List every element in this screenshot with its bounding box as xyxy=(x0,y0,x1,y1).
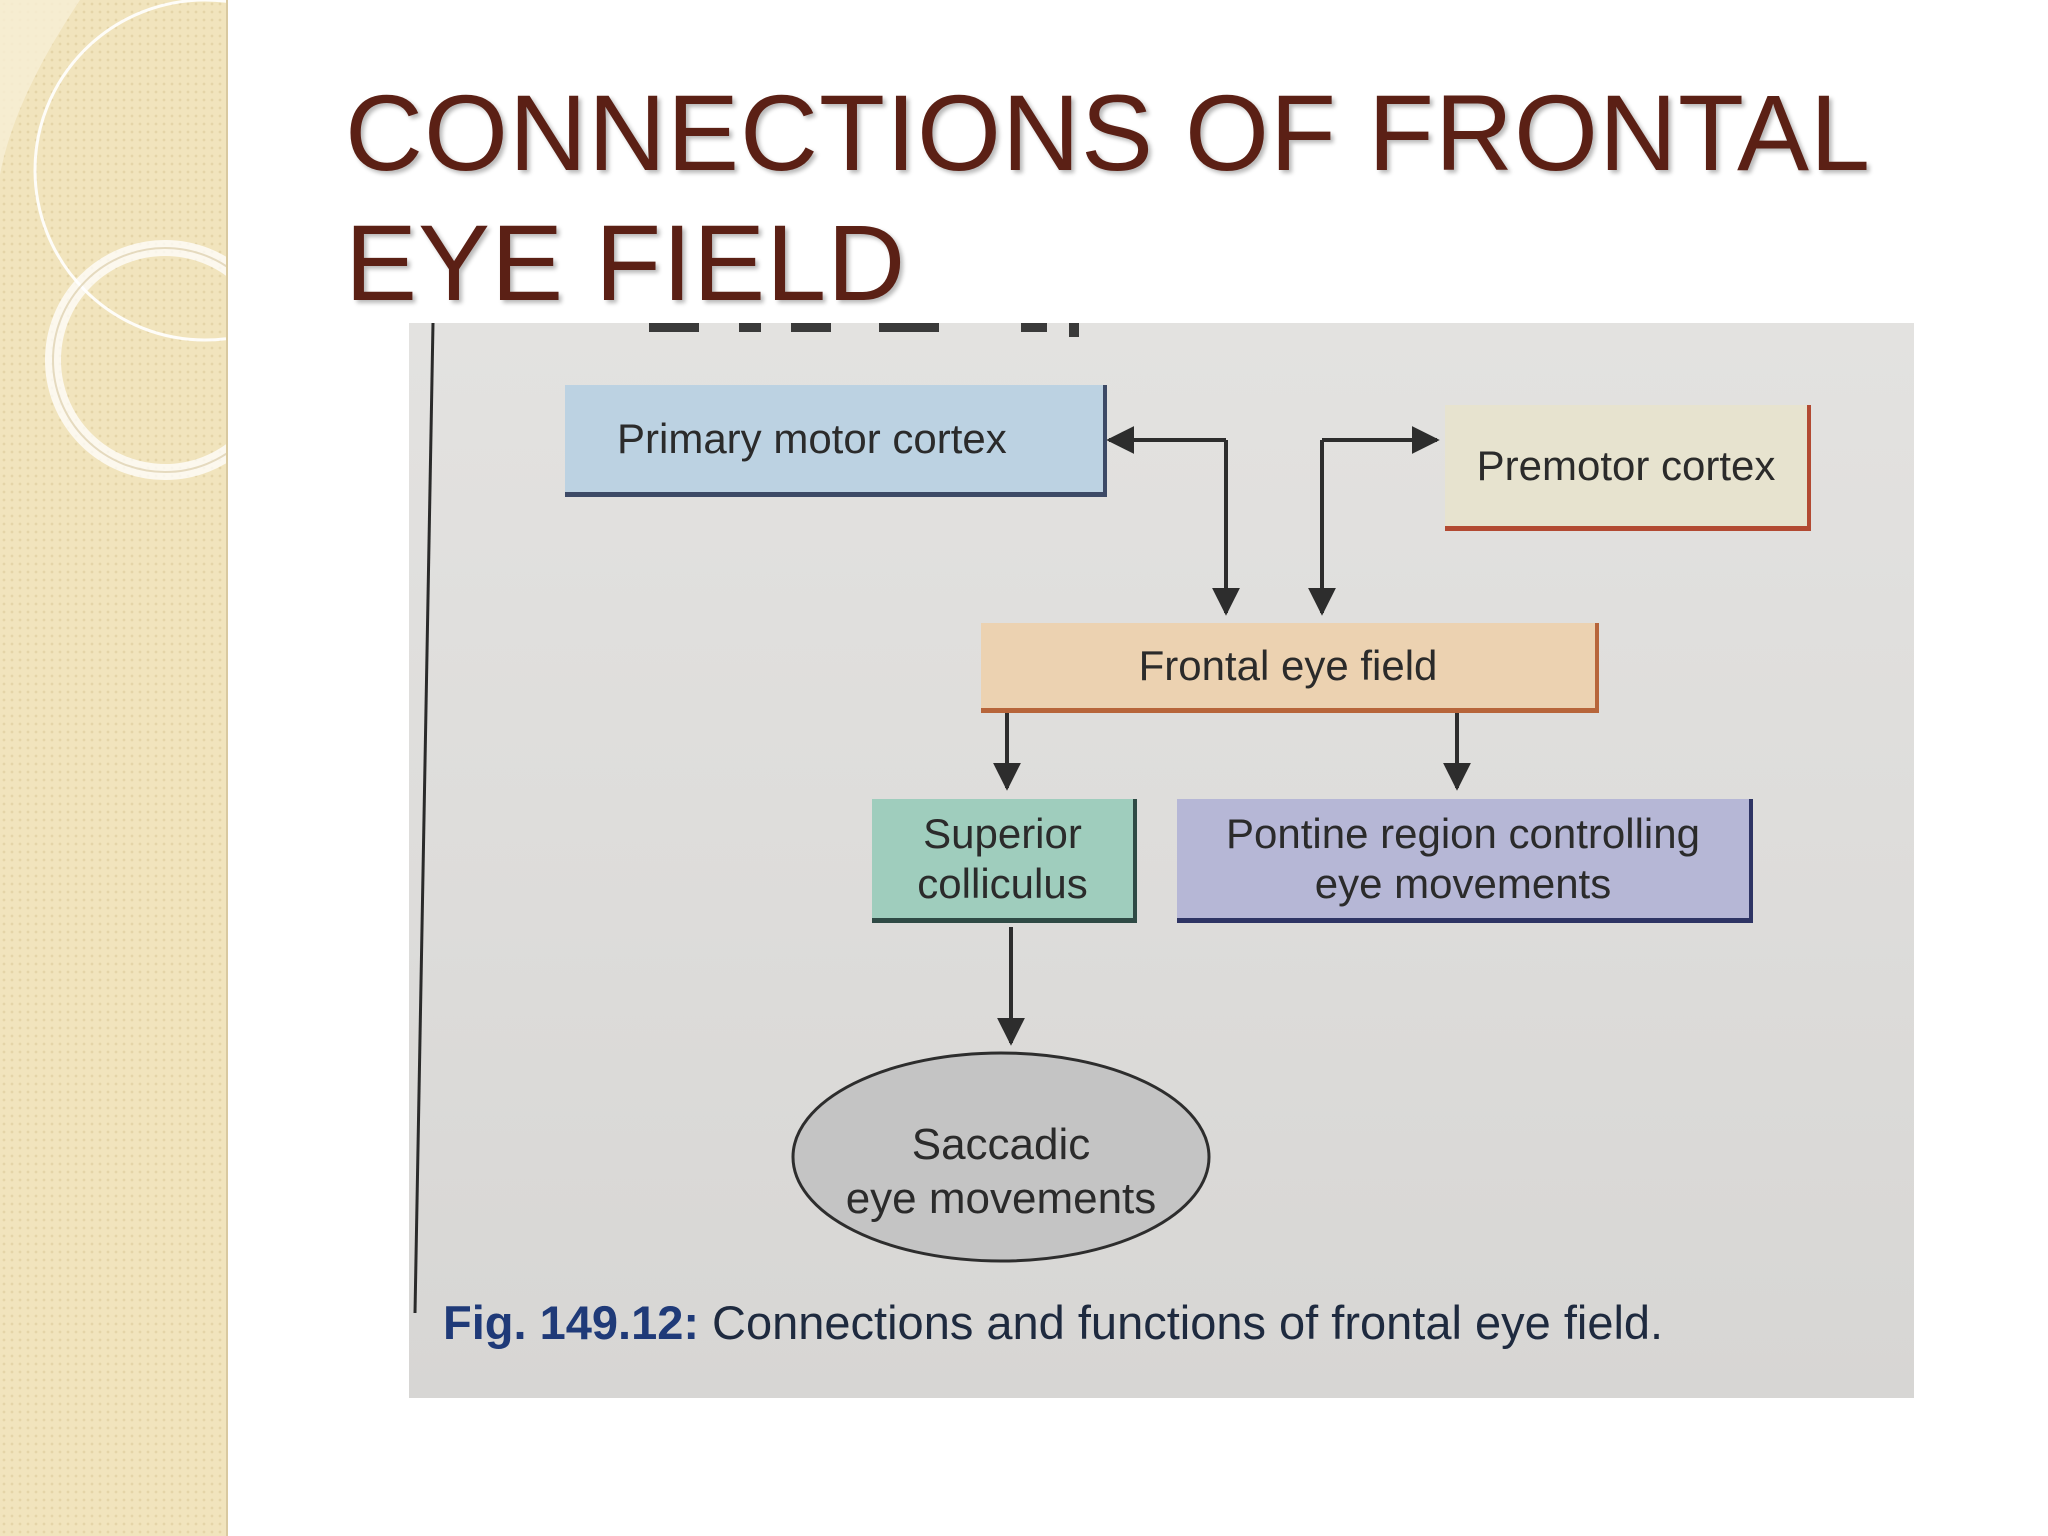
decorative-rings xyxy=(0,0,226,480)
node-frontal-eye-field: Frontal eye field xyxy=(981,623,1599,713)
node-label: Primary motor cortex xyxy=(617,414,1007,462)
node-label-line1: Saccadic xyxy=(911,1120,1091,1169)
cut-off-text-fragment xyxy=(649,323,1079,337)
node-label-line2: eye movements xyxy=(1314,859,1612,907)
saccadic-ellipse xyxy=(791,1051,1211,1263)
page-edge-line xyxy=(413,323,435,1314)
slide-title: CONNECTIONS OF FRONTAL EYE FIELD xyxy=(345,72,1868,323)
figure-connectors xyxy=(413,323,1471,1314)
node-label-line1: Superior xyxy=(923,809,1082,857)
caption-text: Connections and functions of frontal eye… xyxy=(699,1296,1664,1349)
node-label-line2: eye movements xyxy=(845,1174,1157,1223)
node-label-line2: colliculus xyxy=(917,859,1088,907)
figure-caption: Fig. 149.12: Connections and functions o… xyxy=(443,1293,1903,1353)
node-saccadic-eye-movements: Saccadic eye movements xyxy=(795,1101,1207,1243)
node-label: Premotor cortex xyxy=(1476,441,1776,489)
node-pontine-region: Pontine region controlling eye movements xyxy=(1177,799,1753,923)
node-label-line1: Pontine region controlling xyxy=(1226,809,1700,857)
node-label: Frontal eye field xyxy=(1138,641,1438,689)
node-superior-colliculus: Superior colliculus xyxy=(872,799,1137,923)
node-premotor-cortex: Premotor cortex xyxy=(1445,405,1811,531)
side-decorative-band xyxy=(0,0,228,1536)
textbook-figure: Primary motor cortex Premotor cortex Fro… xyxy=(409,323,1914,1398)
node-primary-motor-cortex: Primary motor cortex xyxy=(565,385,1107,497)
caption-label: Fig. 149.12: xyxy=(443,1296,699,1349)
